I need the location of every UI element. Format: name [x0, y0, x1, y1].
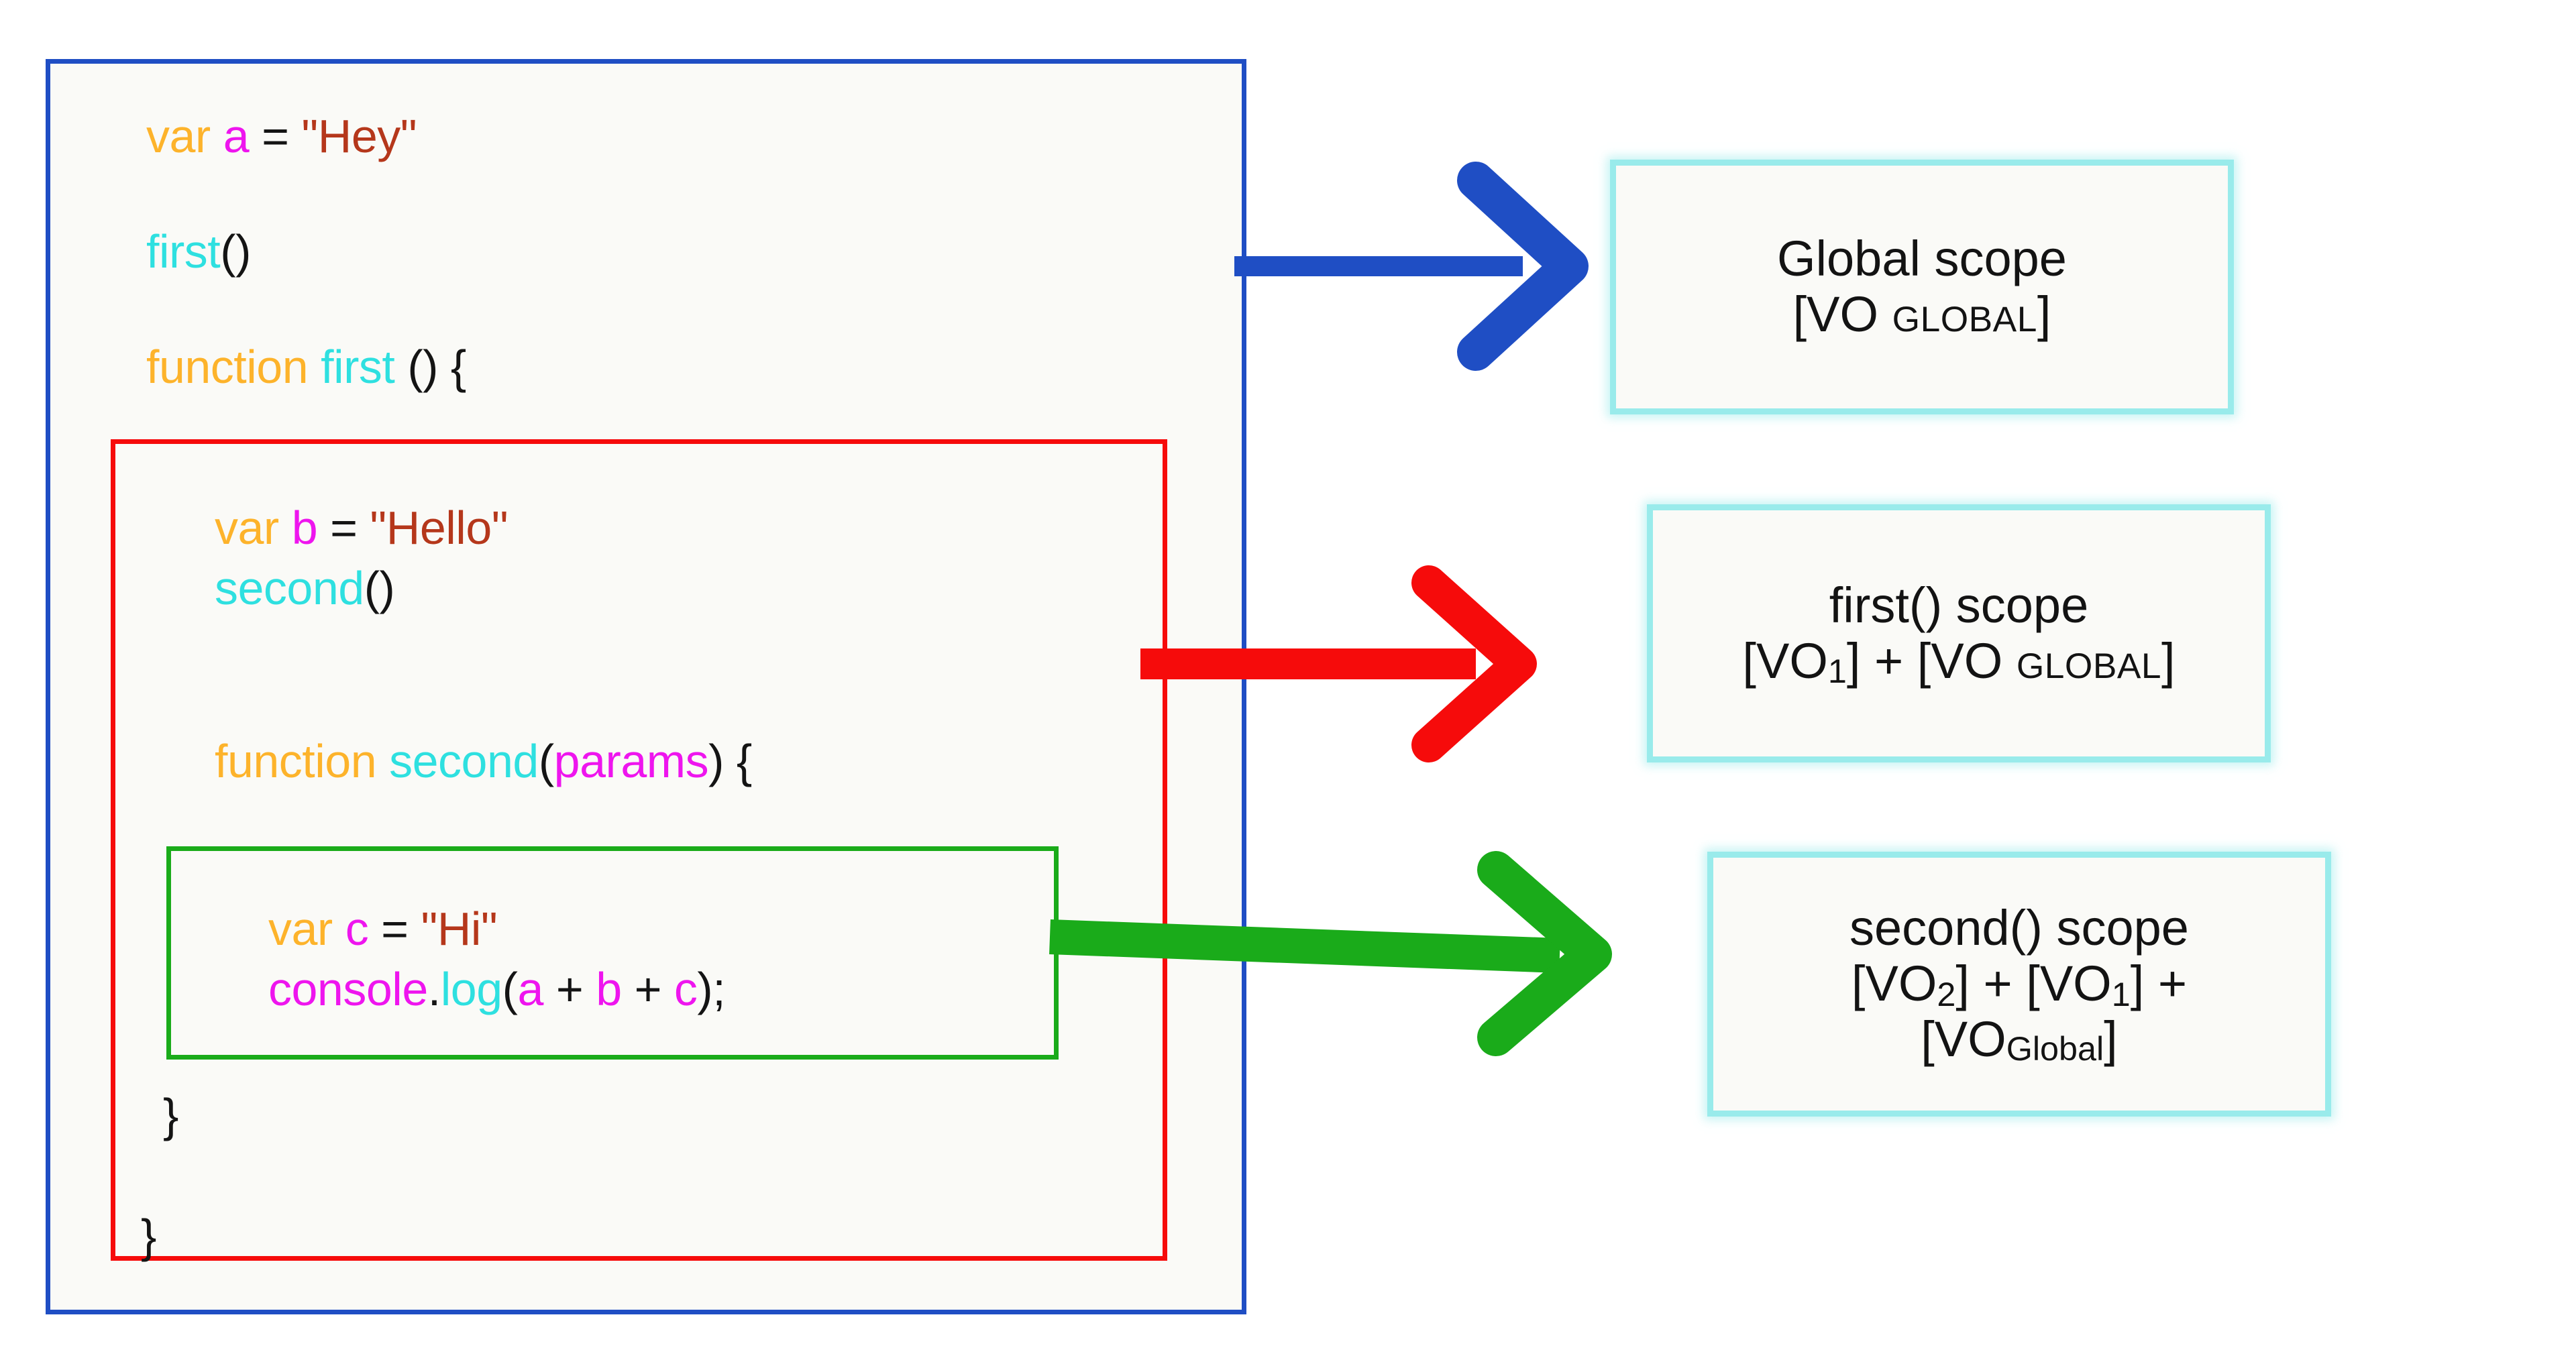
global-scope-vo: [VO GLOBAL]: [1792, 286, 2051, 343]
global-code-line-2-token-1: first: [321, 341, 395, 393]
second-code-line-0-token-1: c: [345, 903, 369, 955]
global-vo-suffix: ]: [2037, 286, 2051, 342]
second-scope-vo-line3: [VOGlobal]: [1921, 1011, 2118, 1068]
second-vo-c: ] +: [2130, 956, 2188, 1012]
second-code-line-1-token-8: c: [674, 963, 698, 1015]
second-scope-title: second() scope: [1849, 900, 2189, 956]
first-code-line-1-token-0: second: [215, 562, 364, 614]
global-code-line-1-token-0: first: [146, 225, 221, 278]
global-scope-result-box: Global scope [VO GLOBAL]: [1610, 160, 2234, 414]
second-code-line-0-token-3: "Hi": [421, 903, 498, 955]
second-code-line-1-token-2: log: [440, 963, 502, 1015]
second-scope-result-box: second() scope [VO2] + [VO1] + [VOGlobal…: [1707, 852, 2331, 1117]
first-code-line-2-token-3: params: [553, 735, 709, 787]
second-code-line-1-token-5: +: [543, 963, 596, 1015]
closing-brace-1: }: [141, 1210, 156, 1262]
second-code-line-0-token-0: var: [268, 903, 345, 955]
second-code-line-1-token-3: (: [502, 963, 518, 1015]
first-vo-sub1: 1: [1827, 652, 1847, 691]
second-vo-line3-b: ]: [2104, 1011, 2118, 1067]
second-scope-arrow: [1049, 851, 1612, 1056]
first-vo-c: ]: [2161, 632, 2176, 689]
global-code-line-1: first(): [146, 228, 251, 275]
global-vo-prefix: [VO: [1792, 286, 1892, 342]
global-code-line-0-token-0: var: [146, 110, 223, 162]
first-code-line-0-token-1: b: [291, 502, 318, 554]
global-code-line-2-token-2: () {: [394, 341, 466, 393]
second-code-line-0-token-2: =: [368, 903, 421, 955]
global-code-line-0-token-3: "Hey": [301, 110, 417, 162]
first-code-line-2-token-4: ) {: [708, 735, 752, 787]
second-code-line-1-token-1: .: [427, 963, 441, 1015]
second-vo-line3-sub: Global: [2006, 1029, 2104, 1068]
first-code-line-0-token-3: "Hello": [370, 502, 508, 554]
first-code-line-2-token-1: second: [389, 735, 539, 787]
global-scope-title: Global scope: [1777, 231, 2067, 287]
first-code-line-2-token-2: (: [538, 735, 554, 787]
first-vo-a: [VO: [1742, 632, 1828, 689]
global-code-line-0-token-1: a: [223, 110, 250, 162]
second-vo-a: [VO: [1851, 956, 1937, 1012]
closing-brace-0: }: [163, 1089, 178, 1141]
first-vo-b: ] + [VO: [1846, 632, 2017, 689]
second-vo-sub1: 1: [2111, 974, 2131, 1013]
global-code-line-0: var a = "Hey": [146, 113, 417, 160]
first-code-line-1-token-1: (): [364, 562, 395, 614]
second-code-scope-box: [166, 846, 1059, 1060]
second-vo-line3-a: [VO: [1921, 1011, 2006, 1067]
second-code-line-0: var c = "Hi": [268, 903, 498, 955]
first-scope-result-box: first() scope [VO1] + [VO GLOBAL]: [1647, 504, 2271, 762]
global-vo-smallcaps: GLOBAL: [1892, 300, 2037, 339]
global-code-line-1-token-1: (): [220, 225, 251, 278]
first-code-line-2-token-0: function: [215, 735, 390, 787]
second-code-line-1-token-6: b: [596, 963, 622, 1015]
second-scope-vo-line2: [VO2] + [VO1] +: [1851, 956, 2188, 1013]
second-code-line-1: console.log(a + b + c);: [268, 963, 726, 1015]
second-code-line-1-token-0: console: [268, 963, 428, 1015]
global-code-line-2: function first () {: [146, 343, 466, 390]
first-scope-vo: [VO1] + [VO GLOBAL]: [1742, 632, 2176, 691]
first-scope-arrow: [1140, 565, 1537, 762]
first-code-line-1: second(): [215, 562, 395, 614]
first-scope-title: first() scope: [1829, 577, 2089, 633]
second-vo-b: ] + [VO: [1955, 956, 2112, 1012]
second-vo-sub2: 2: [1937, 974, 1956, 1013]
global-scope-arrow: [1234, 162, 1589, 371]
first-code-line-0-token-2: =: [317, 502, 370, 554]
first-code-line-2: function second(params) {: [215, 738, 752, 785]
first-code-line-0-token-0: var: [215, 502, 292, 554]
global-code-line-2-token-0: function: [146, 341, 321, 393]
second-code-line-1-token-7: +: [621, 963, 674, 1015]
first-code-line-0: var b = "Hello": [215, 504, 508, 551]
second-code-line-1-token-4: a: [517, 963, 543, 1015]
global-code-line-0-token-2: =: [249, 110, 302, 162]
first-vo-smallcaps: GLOBAL: [2016, 646, 2161, 686]
second-code-line-1-token-9: );: [697, 963, 726, 1015]
